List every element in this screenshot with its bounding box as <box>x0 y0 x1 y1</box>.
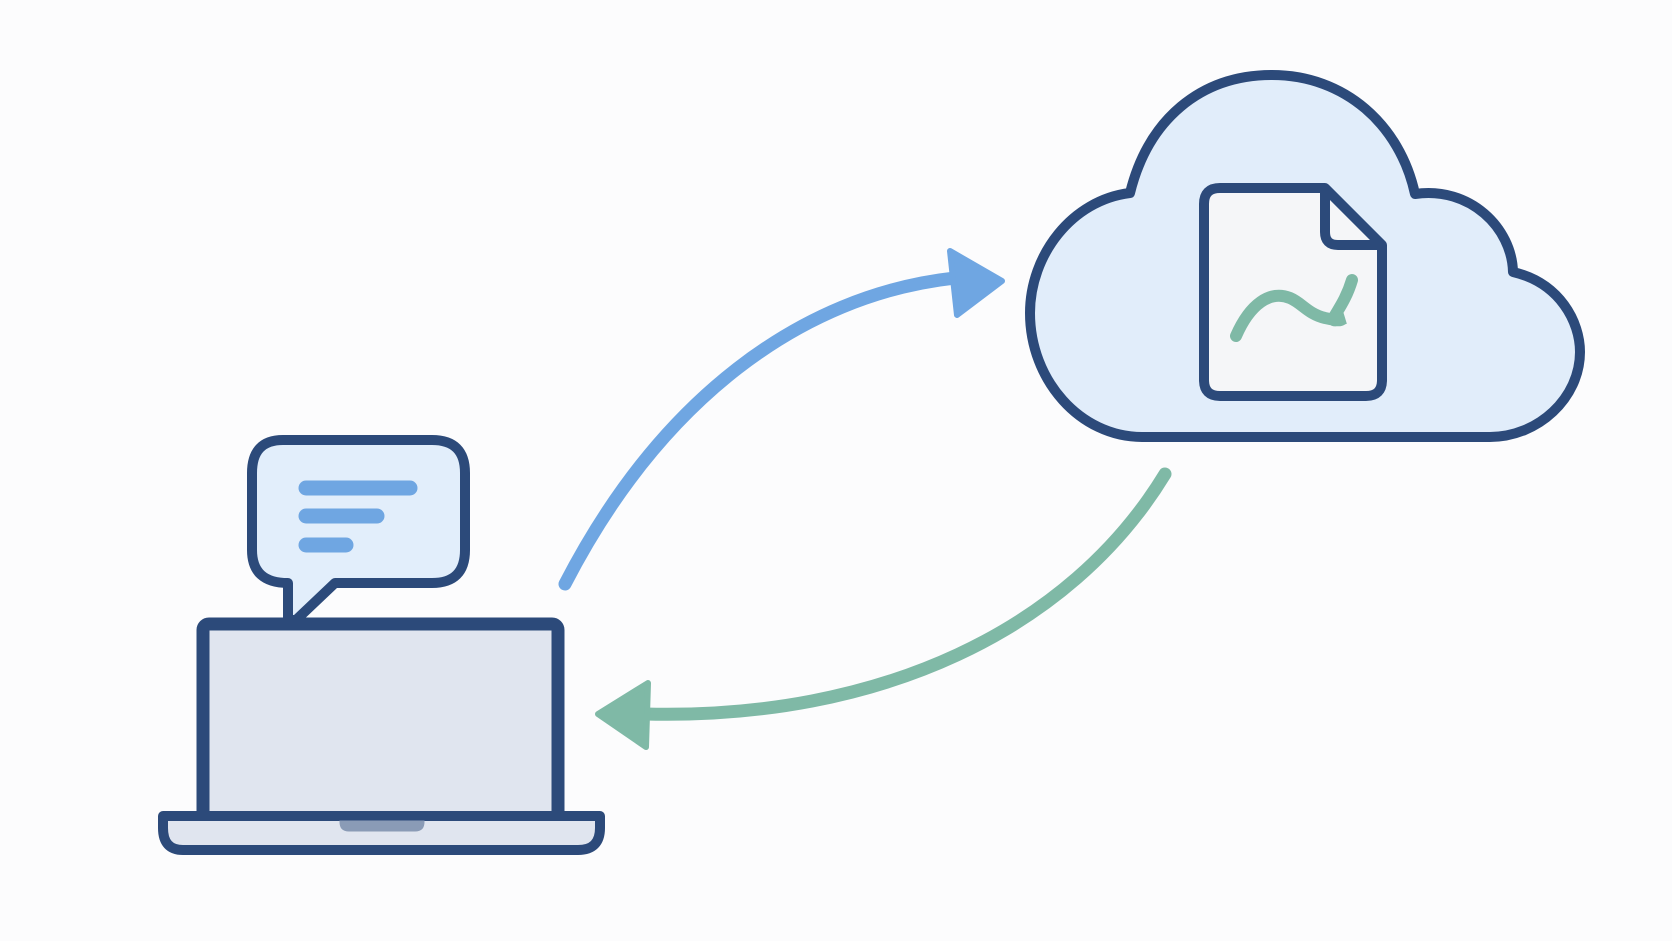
document-body <box>1199 183 1387 401</box>
laptop-screen <box>196 617 565 825</box>
download-arrow <box>595 467 1172 750</box>
chat-bubble-shape <box>247 435 470 625</box>
laptop-trackpad-notch <box>339 820 425 832</box>
upload-arrow-head <box>947 248 1005 318</box>
download-arrow-shaft <box>638 467 1172 721</box>
laptop-icon <box>158 617 605 855</box>
chat-bubble-icon <box>247 435 470 625</box>
document-wave-line <box>1230 274 1358 342</box>
upload-arrow-shaft <box>558 271 962 591</box>
cloud-node <box>1025 70 1585 442</box>
laptop-base <box>158 811 605 855</box>
upload-arrow <box>558 248 1005 591</box>
document-fold <box>1320 188 1382 250</box>
document-icon <box>1199 183 1387 401</box>
laptop-node <box>158 435 605 855</box>
download-arrow-head <box>595 680 651 750</box>
